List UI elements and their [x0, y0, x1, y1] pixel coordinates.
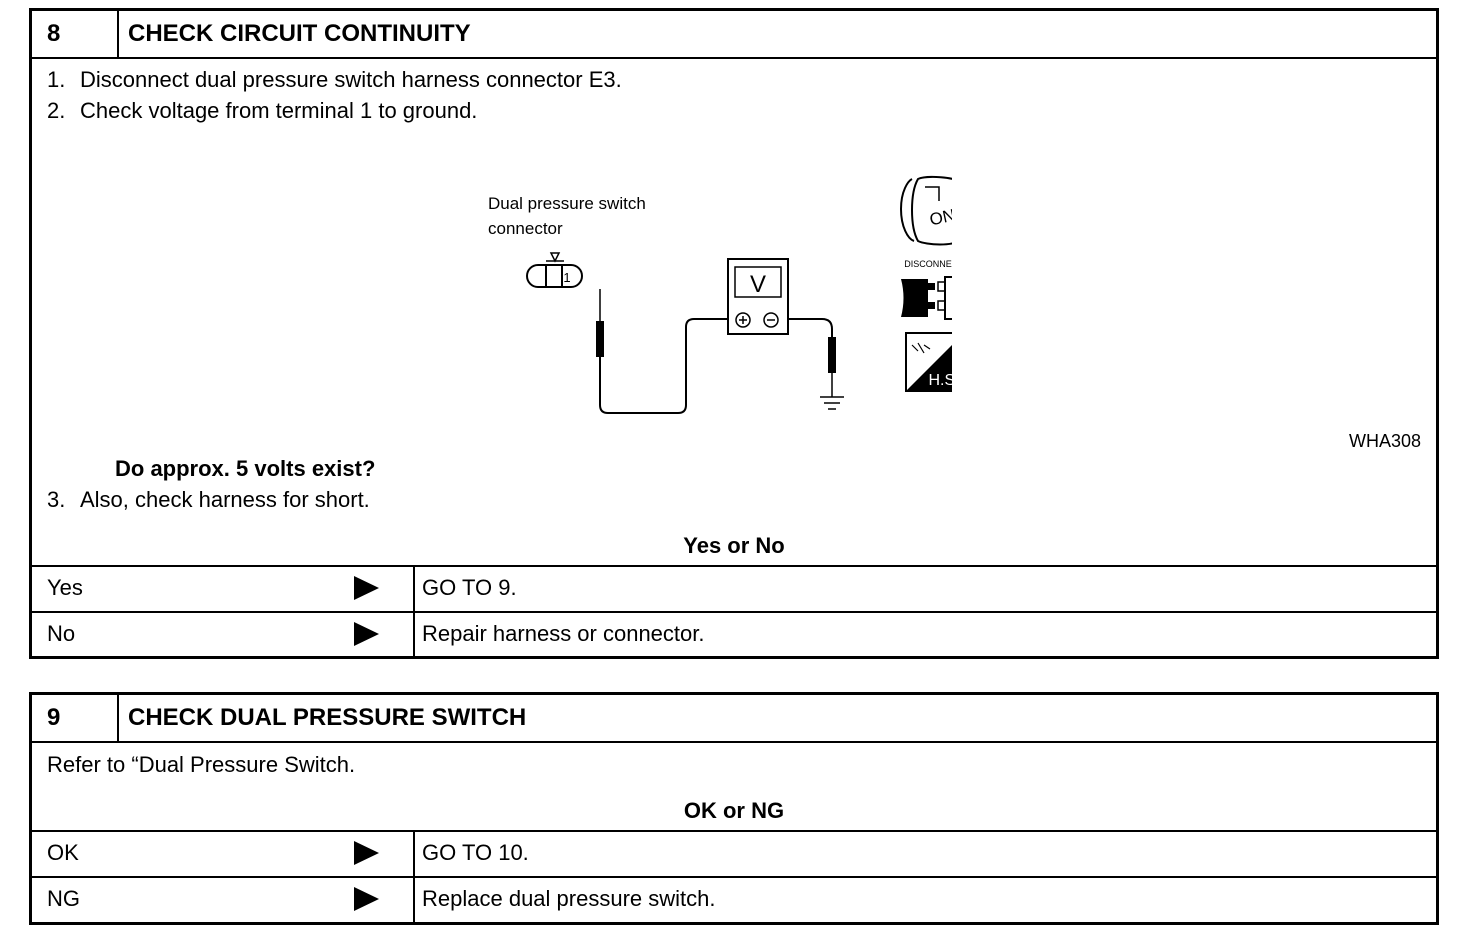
connector-label-line1: Dual pressure switch	[488, 194, 646, 213]
probe-positive	[596, 289, 604, 405]
connector-label-line2: connector	[488, 219, 563, 238]
result-row-ok: OK GO TO 10.	[32, 830, 1436, 878]
instruction-2: 2. Check voltage from terminal 1 to groun…	[47, 98, 477, 124]
column-divider	[413, 878, 415, 922]
instruction-number: 3.	[47, 487, 66, 512]
probe-negative	[828, 337, 836, 397]
step-title: CHECK DUAL PRESSURE SWITCH	[128, 704, 527, 731]
arrow-right-icon	[354, 887, 379, 911]
instruction-3: 3. Also, check harness for short.	[47, 487, 370, 513]
result-action: Replace dual pressure switch.	[422, 886, 716, 911]
disconnect-label: DISCONNECT	[904, 259, 952, 269]
result-row-ng: NG Replace dual pressure switch.	[32, 876, 1436, 922]
voltmeter-icon: V	[727, 258, 789, 335]
answer-label: NG	[47, 886, 80, 911]
column-divider	[413, 832, 415, 878]
arrow-right-icon	[354, 622, 379, 646]
test-lead-wire-negative	[788, 318, 833, 337]
key-label: ON	[928, 206, 952, 230]
result-action: GO TO 10.	[422, 840, 529, 865]
test-lead-wire	[599, 318, 728, 414]
ignition-key-on-icon: ON	[899, 175, 952, 246]
step-title: CHECK CIRCUIT CONTINUITY	[128, 20, 471, 47]
step-8-header: 8 CHECK CIRCUIT CONTINUITY	[32, 11, 1436, 59]
step-9-header: 9 CHECK DUAL PRESSURE SWITCH	[32, 695, 1436, 743]
instruction-text: Check voltage from terminal 1 to ground.	[80, 98, 478, 123]
ground-icon	[820, 396, 844, 410]
instruction-number: 1.	[47, 67, 66, 92]
question-text: Do approx. 5 volts exist?	[115, 456, 376, 481]
answer-label: OK	[47, 840, 79, 865]
result-row-no: No Repair harness or connector.	[32, 611, 1436, 657]
hand-tools-hs-icon: H.S.	[905, 332, 952, 392]
disconnect-icon: DISCONNECT	[901, 259, 952, 320]
voltage-check-diagram: Dual pressure switch connector 1 V	[488, 175, 952, 414]
hs-label: H.S.	[928, 372, 952, 389]
result-row-yes: Yes GO TO 9.	[32, 565, 1436, 613]
column-divider	[413, 567, 415, 613]
step-number: 9	[32, 695, 119, 741]
answer-header: OK or NG	[683, 798, 785, 823]
arrow-right-icon	[354, 576, 379, 600]
answer-label: Yes	[47, 575, 83, 600]
result-action: Repair harness or connector.	[422, 621, 705, 646]
terminal-number: 1	[563, 270, 570, 285]
instruction-text: Refer to “Dual Pressure Switch.	[47, 752, 356, 777]
connector-icon: 1	[526, 252, 583, 288]
result-action: GO TO 9.	[422, 575, 517, 600]
answer-header: Yes or No	[683, 533, 785, 558]
answer-label: No	[47, 621, 76, 646]
figure-id: WHA308	[1348, 431, 1421, 451]
step-number: 8	[32, 11, 119, 57]
instruction-text: Disconnect dual pressure switch harness …	[80, 67, 622, 92]
column-divider	[413, 613, 415, 657]
instruction-1: 1. Disconnect dual pressure switch harnes…	[47, 67, 622, 93]
arrow-right-icon	[354, 841, 379, 865]
step-9-box: 9 CHECK DUAL PRESSURE SWITCH Refer to “D…	[29, 692, 1439, 925]
voltmeter-symbol: V	[750, 271, 766, 298]
instruction-number: 2.	[47, 98, 66, 123]
instruction-text: Also, check harness for short.	[80, 487, 370, 512]
step-8-box: 8 CHECK CIRCUIT CONTINUITY 1. Disconnect …	[29, 8, 1439, 659]
